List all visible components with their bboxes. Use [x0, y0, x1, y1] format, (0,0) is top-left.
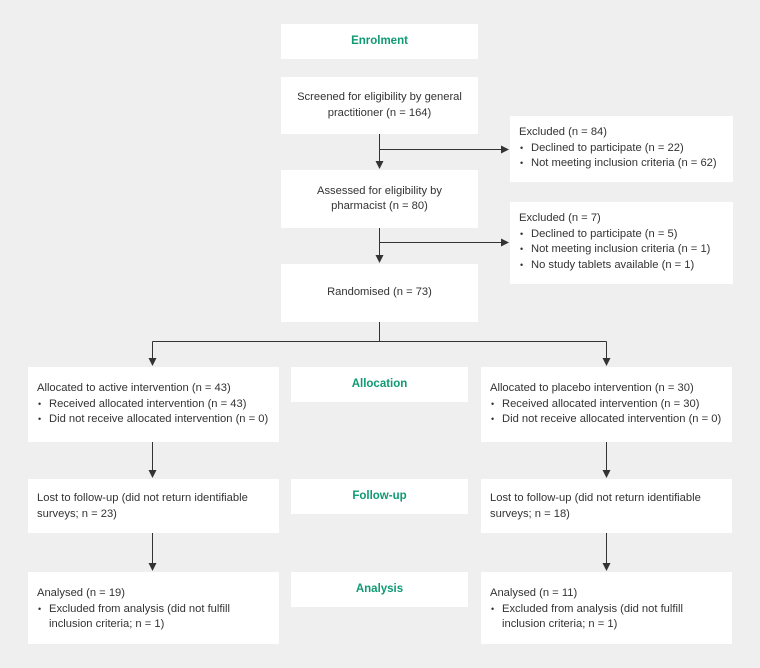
box-assessed: Assessed for eligibility by pharmacist (… [281, 170, 478, 228]
analysed-placebo-item: Excluded from analysis (did not fulfill … [490, 602, 702, 633]
box-lost-active: Lost to follow-up (did not return identi… [28, 479, 279, 533]
randomised-text: Randomised (n = 73) [327, 286, 432, 299]
analysed-active-item: Excluded from analysis (did not fulfill … [37, 602, 249, 633]
excluded2-item: Not meeting inclusion criteria (n = 1) [519, 242, 725, 258]
stage-follow-up: Follow-up [291, 479, 468, 514]
excluded2-title: Excluded (n = 7) [519, 212, 601, 224]
excluded2-item: Declined to participate (n = 5) [519, 227, 725, 243]
box-lost-placebo: Lost to follow-up (did not return identi… [481, 479, 732, 533]
box-analysed-placebo: Analysed (n = 11) Excluded from analysis… [481, 572, 732, 644]
box-analysed-active: Analysed (n = 19) Excluded from analysis… [28, 572, 279, 644]
active-title: Allocated to active intervention (n = 43… [37, 382, 231, 394]
box-active-allocation: Allocated to active intervention (n = 43… [28, 367, 279, 442]
box-randomised: Randomised (n = 73) [281, 264, 478, 322]
screened-text: Screened for eligibility by general prac… [297, 91, 462, 119]
excluded1-item: Declined to participate (n = 22) [519, 141, 725, 157]
assessed-text: Assessed for eligibility by pharmacist (… [317, 184, 442, 213]
placebo-title: Allocated to placebo intervention (n = 3… [490, 382, 694, 394]
stage-allocation: Allocation [291, 367, 468, 402]
box-excluded-2: Excluded (n = 7) Declined to participate… [510, 202, 733, 284]
placebo-item: Received allocated intervention (n = 30) [490, 397, 724, 413]
box-screened: Screened for eligibility by general prac… [281, 77, 478, 134]
active-item: Received allocated intervention (n = 43) [37, 397, 271, 413]
lost-placebo-text: Lost to follow-up (did not return identi… [490, 492, 701, 520]
excluded2-item: No study tablets available (n = 1) [519, 258, 725, 274]
analysed-placebo-title: Analysed (n = 11) [490, 587, 578, 599]
box-excluded-1: Excluded (n = 84) Declined to participat… [510, 116, 733, 182]
excluded1-item: Not meeting inclusion criteria (n = 62) [519, 156, 725, 172]
active-item: Did not receive allocated intervention (… [37, 412, 271, 428]
stage-enrolment: Enrolment [281, 24, 478, 59]
box-placebo-allocation: Allocated to placebo intervention (n = 3… [481, 367, 732, 442]
stage-analysis: Analysis [291, 572, 468, 607]
placebo-item: Did not receive allocated intervention (… [490, 412, 724, 428]
analysed-active-title: Analysed (n = 19) [37, 587, 125, 599]
excluded1-title: Excluded (n = 84) [519, 126, 607, 138]
lost-active-text: Lost to follow-up (did not return identi… [37, 492, 248, 520]
